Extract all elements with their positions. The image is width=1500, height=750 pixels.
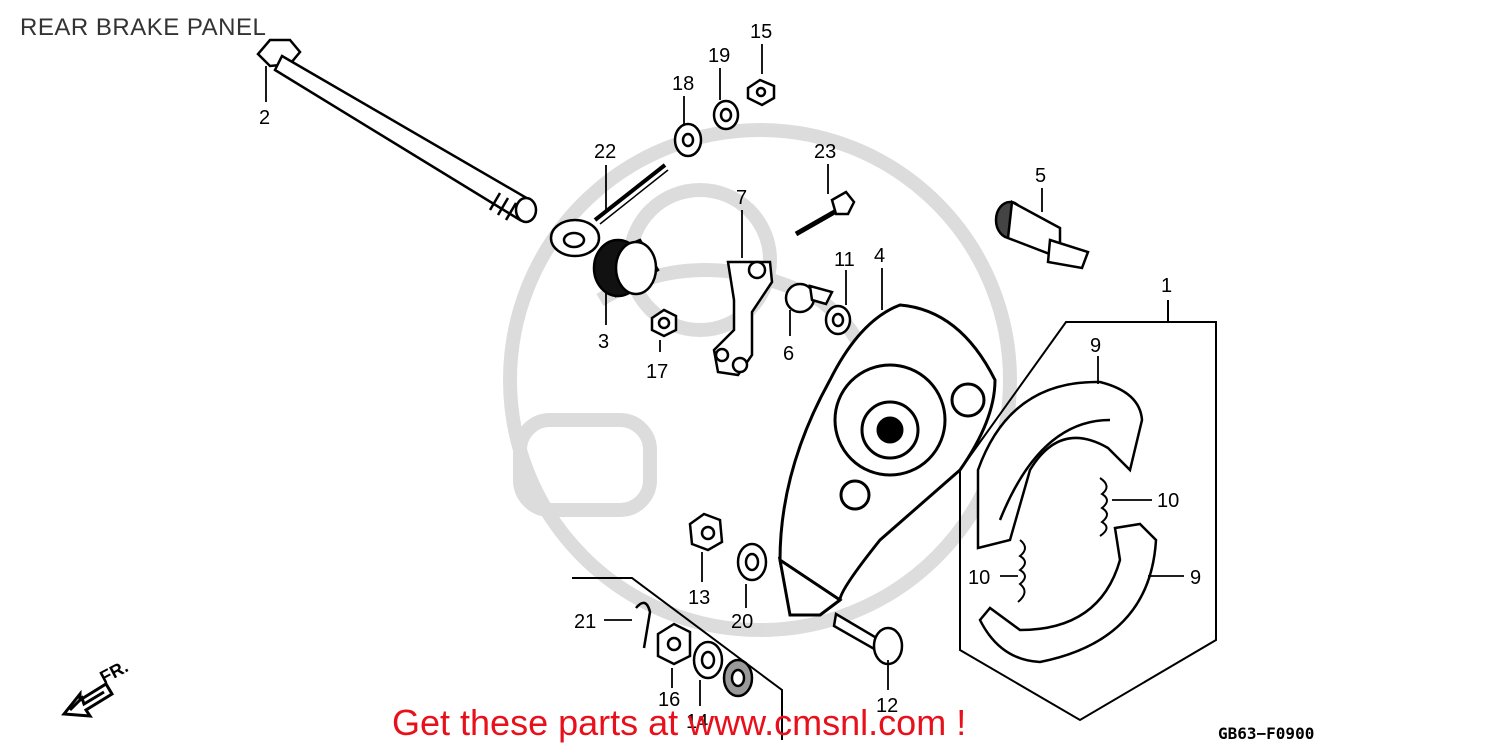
callout-23: 23 bbox=[814, 141, 836, 163]
callout-4: 4 bbox=[874, 245, 885, 267]
callout-11: 11 bbox=[834, 249, 855, 271]
shoe-set-outline bbox=[959, 300, 1217, 722]
spring-lower-part bbox=[1017, 539, 1026, 603]
callout-5: 5 bbox=[1035, 165, 1046, 187]
callout-2: 2 bbox=[259, 107, 270, 129]
leader-lines bbox=[265, 44, 1184, 706]
diagram-code: GB63−F0900 bbox=[1218, 724, 1315, 743]
collar-part bbox=[592, 238, 660, 298]
page-title: REAR BRAKE PANEL bbox=[20, 14, 267, 41]
nut-13-part bbox=[688, 512, 724, 552]
promo-link-text[interactable]: Get these parts at www.cmsnl.com ! bbox=[392, 702, 967, 743]
front-direction-label: FR. bbox=[96, 656, 131, 687]
callout-7: 7 bbox=[736, 187, 747, 209]
callout-13: 13 bbox=[688, 587, 710, 609]
washer-14-part bbox=[692, 640, 724, 680]
callout-18: 18 bbox=[672, 73, 694, 95]
brake-adjuster-rod-part bbox=[549, 163, 669, 258]
brake-arm-part bbox=[712, 260, 774, 377]
front-direction-arrow-icon bbox=[61, 681, 115, 718]
brake-shoe-upper-part bbox=[976, 380, 1144, 550]
callout-19: 19 bbox=[708, 45, 730, 67]
callout-6: 6 bbox=[783, 343, 794, 365]
callout-9-upper: 9 bbox=[1090, 335, 1101, 357]
pivot-bolt-12-part bbox=[832, 611, 904, 666]
washer-11-part bbox=[824, 304, 852, 336]
callout-22: 22 bbox=[594, 141, 616, 163]
callout-9-lower: 9 bbox=[1190, 567, 1201, 589]
brake-shoe-lower-part bbox=[978, 522, 1158, 664]
callout-10-upper: 10 bbox=[1157, 490, 1179, 512]
washer-18-part bbox=[673, 122, 703, 158]
callout-17: 17 bbox=[646, 361, 668, 383]
indicator-plate-part bbox=[784, 282, 834, 314]
spring-upper-part bbox=[1099, 477, 1108, 537]
washer-extra-part bbox=[722, 658, 754, 698]
callout-15: 15 bbox=[750, 21, 772, 43]
washer-20-part bbox=[736, 542, 768, 582]
speedometer-gearbox-part bbox=[994, 200, 1090, 270]
cotter-pin-21-part bbox=[635, 601, 652, 649]
rear-axle-part bbox=[256, 38, 538, 224]
washer-19-part bbox=[712, 99, 740, 131]
nut-15-part bbox=[746, 78, 776, 107]
callout-16: 16 bbox=[658, 689, 680, 711]
group-bracket-lines bbox=[572, 577, 783, 740]
callout-1: 1 bbox=[1161, 275, 1172, 297]
callout-12: 12 bbox=[876, 695, 898, 717]
bolt-23-part bbox=[794, 190, 856, 237]
callout-10-lower: 10 bbox=[968, 567, 990, 589]
nut-17-part bbox=[650, 308, 678, 338]
callout-20: 20 bbox=[731, 611, 753, 633]
nut-16-part bbox=[656, 622, 692, 666]
callout-21: 21 bbox=[574, 611, 596, 633]
callout-14: 14 bbox=[686, 711, 708, 733]
callout-3: 3 bbox=[598, 331, 609, 353]
brake-panel-part bbox=[777, 303, 997, 617]
